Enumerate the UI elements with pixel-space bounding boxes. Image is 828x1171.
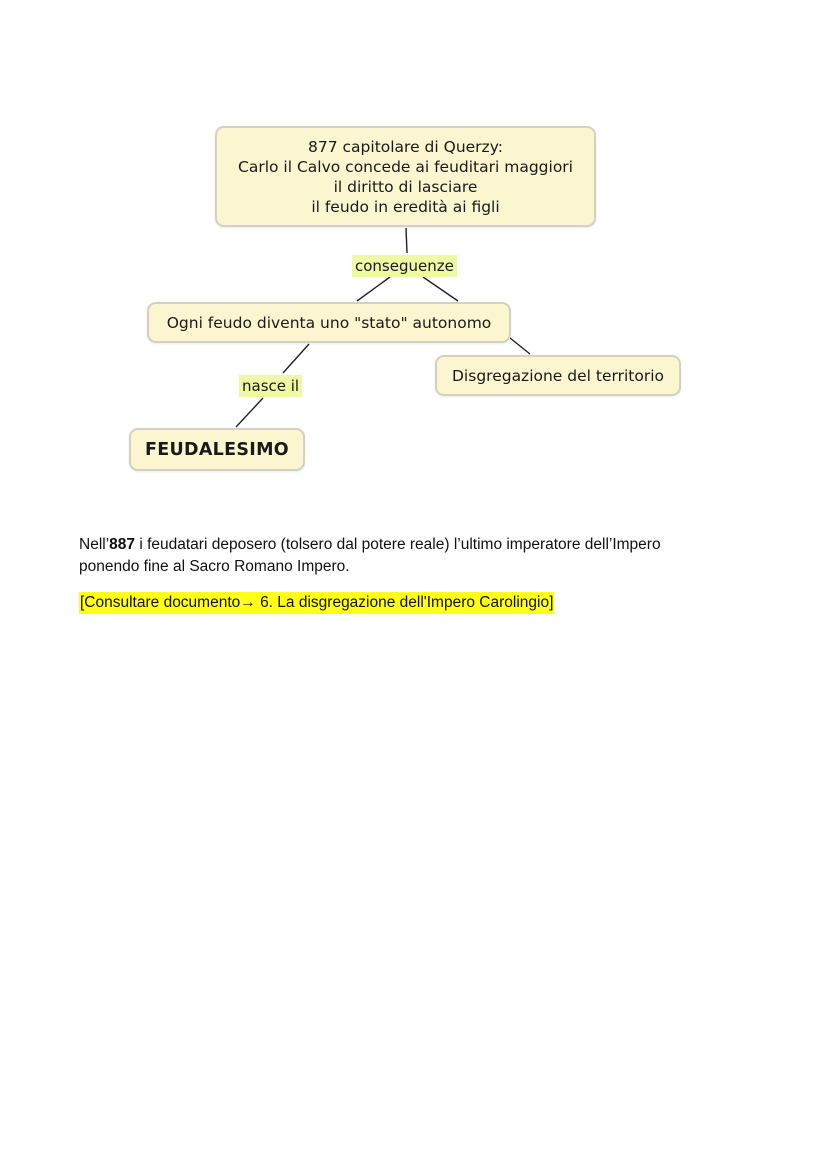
link-label-conseguenze: conseguenze (352, 255, 457, 277)
concept-map: 877 capitolare di Querzy: Carlo il Calvo… (0, 0, 828, 500)
node-capitolare-querzy: 877 capitolare di Querzy: Carlo il Calvo… (215, 126, 596, 227)
paragraph-887: Nell’887 i feudatari deposero (tolsero d… (79, 534, 759, 578)
main-node-line-1: 877 capitolare di Querzy: (308, 137, 503, 156)
main-node-line-4: il feudo in eredità ai figli (311, 197, 500, 216)
paragraph-line-2: ponendo fine al Sacro Romano Impero. (79, 558, 350, 575)
connector-label-to-stato (356, 276, 391, 302)
main-node-line-3: il diritto di lasciare (333, 177, 478, 196)
connector-stato-to-disgregazione (509, 337, 531, 355)
main-node-line-2: Carlo il Calvo concede ai feuditari magg… (238, 157, 573, 176)
link-label-nasce-il: nasce il (239, 375, 303, 397)
node-feudalesimo: FEUDALESIMO (129, 428, 305, 471)
paragraph-prefix: Nell’ (79, 536, 110, 553)
paragraph-line-1: Nell’887 i feudatari deposero (tolsero d… (79, 534, 759, 556)
connector-label-to-disgregazione (422, 276, 459, 302)
node-stato-autonomo: Ogni feudo diventa uno "stato" autonomo (147, 302, 511, 343)
connector-stato-to-nasce (282, 343, 310, 374)
node-disgregazione: Disgregazione del territorio (435, 355, 681, 396)
highlighted-reference: [Consultare documento→ 6. La disgregazio… (79, 592, 555, 614)
paragraph-year: 887 (109, 536, 136, 553)
connector-nasce-to-feudalesimo (235, 397, 264, 428)
connector-lines (235, 227, 531, 428)
connector-main-to-label (405, 227, 408, 254)
paragraph-rest: i feudatari deposero (tolsero dal potere… (135, 536, 661, 553)
